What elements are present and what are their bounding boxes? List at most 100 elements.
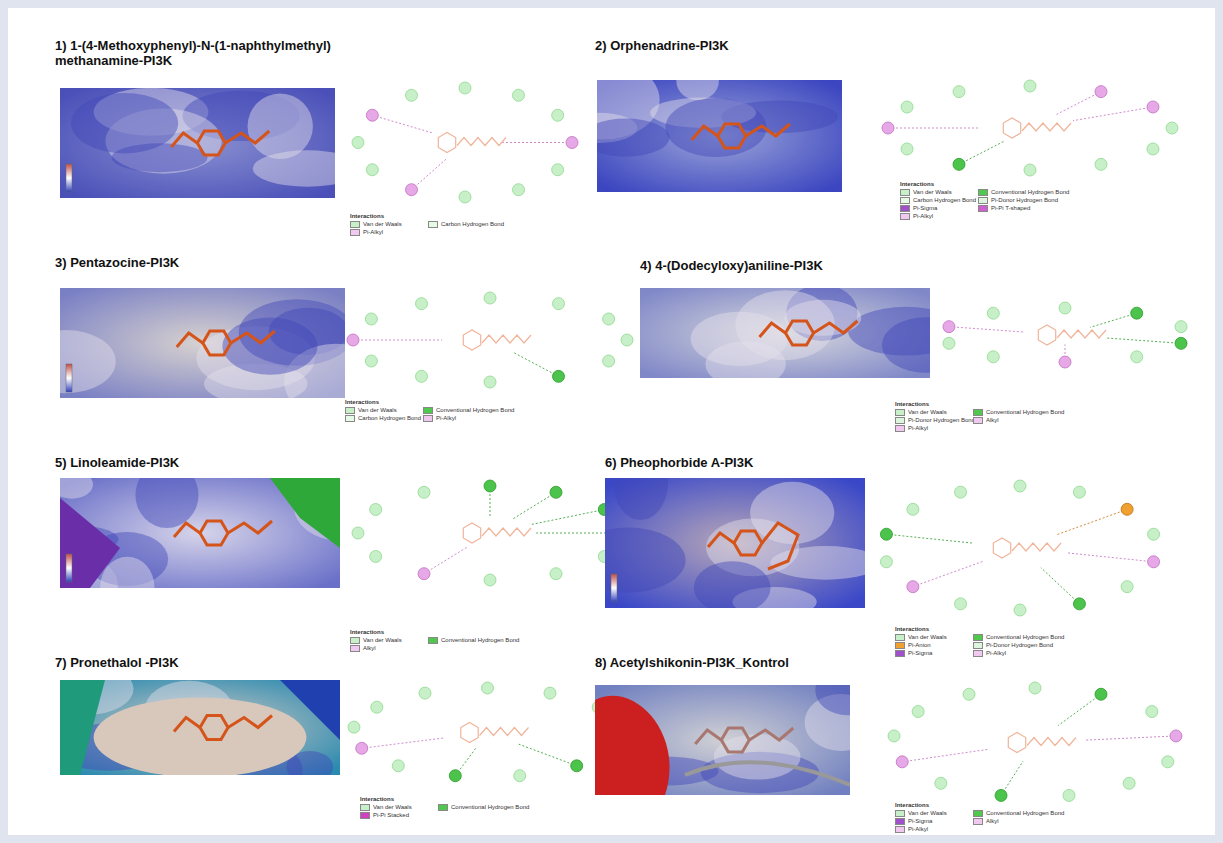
residue-disc <box>366 164 378 176</box>
ligand-ring <box>1038 325 1055 345</box>
residue-disc <box>1148 528 1160 540</box>
legend-swatch <box>895 642 905 649</box>
residue-disc <box>1024 80 1036 92</box>
legend-text: Interactions <box>360 796 394 802</box>
legend-swatch <box>978 189 988 196</box>
surface-render <box>640 288 930 378</box>
ligand-ring <box>734 531 762 555</box>
legend-text: Conventional Hydrogen Bond <box>441 637 519 643</box>
legend-text: Van der Waals <box>358 407 397 413</box>
legend-row: Conventional Hydrogen Bond <box>973 408 1064 416</box>
residue-disc <box>370 551 382 563</box>
legend-row: Interactions <box>895 625 929 633</box>
residue-disc <box>955 486 967 498</box>
legend-text: Carbon Hydrogen Bond <box>358 415 421 421</box>
residue-disc <box>348 721 360 733</box>
residue-disc <box>1014 480 1026 492</box>
panel-title: 7) Pronethalol -PI3K <box>55 655 355 670</box>
residue-disc <box>901 143 913 155</box>
residue-disc <box>880 556 892 568</box>
legend-row: Carbon Hydrogen Bond <box>900 196 976 204</box>
surface-lobe <box>882 317 930 373</box>
legend-text: Pi-Sigma <box>908 818 932 824</box>
ligand-chain <box>231 331 275 343</box>
legend-row: Interactions <box>895 400 929 408</box>
interaction-line <box>913 562 983 587</box>
residue-disc <box>418 568 430 580</box>
panel-title-box: 2) Orphenadrine-PI3K <box>595 38 915 53</box>
residue-disc <box>603 313 615 325</box>
legend-row: Pi-Alkyl <box>423 414 456 422</box>
legend-swatch <box>978 205 988 212</box>
residue-disc <box>356 742 368 754</box>
interaction-line <box>1057 509 1127 534</box>
interaction-map <box>352 480 628 586</box>
panel-title-box: 5) Linoleamide-PI3K <box>55 455 355 470</box>
ligand-ring <box>461 723 478 743</box>
interaction-line <box>412 159 447 190</box>
interaction-map <box>943 302 1187 368</box>
interaction-line <box>502 142 572 143</box>
legend-row: Conventional Hydrogen Bond <box>978 188 1069 196</box>
ligand-chain <box>480 728 529 736</box>
legend-row: Van der Waals <box>895 408 947 416</box>
interaction-line <box>1041 568 1080 604</box>
residue-disc <box>1170 730 1182 742</box>
residue-disc <box>482 682 494 694</box>
surface-lobe <box>676 80 719 100</box>
interaction-line <box>1058 694 1101 725</box>
ligand-chain <box>695 730 721 744</box>
legend-row: Van der Waals <box>350 220 402 228</box>
residue-disc <box>484 574 496 586</box>
legend-swatch <box>973 417 983 424</box>
residue-disc <box>907 503 919 515</box>
legend-swatch <box>360 812 370 819</box>
ligand-chain <box>760 323 786 337</box>
surface-render <box>60 680 340 775</box>
surface-ground <box>60 478 340 588</box>
surface-render <box>60 288 345 398</box>
surface-render <box>595 685 850 795</box>
interaction-line <box>514 353 559 377</box>
residue-disc <box>1148 556 1160 568</box>
ligand-chain <box>1022 123 1071 131</box>
residue-disc <box>963 688 975 700</box>
legend-text: Conventional Hydrogen Bond <box>436 407 514 413</box>
panel-title: 5) Linoleamide-PI3K <box>55 455 355 470</box>
legend-text: Interactions <box>895 401 929 407</box>
panel-title-box: 7) Pronethalol -PI3K <box>55 655 355 670</box>
residue-disc <box>513 89 525 101</box>
residue-disc <box>553 370 565 382</box>
legend-swatch <box>973 642 983 649</box>
legend-swatch <box>345 415 355 422</box>
legend-row: Conventional Hydrogen Bond <box>423 406 514 414</box>
residue-disc <box>459 191 471 203</box>
residue-disc <box>995 789 1007 801</box>
panel-title: 6) Pheophorbide A-PI3K <box>605 455 925 470</box>
residue-disc <box>1131 351 1143 363</box>
residue-disc <box>901 101 913 113</box>
legend-text: Interactions <box>900 181 934 187</box>
residue-disc <box>550 486 562 498</box>
residue-disc <box>912 706 924 718</box>
legend-swatch <box>895 409 905 416</box>
legend-row: Alkyl <box>973 416 999 424</box>
legend-row: Pi-Alkyl <box>895 825 928 833</box>
residue-disc <box>621 334 633 346</box>
legend-swatch <box>900 205 910 212</box>
residue-disc <box>1014 604 1026 616</box>
surface-lobe <box>135 478 198 528</box>
legend-text: Pi-Alkyl <box>908 425 928 431</box>
legend-text: Interactions <box>345 399 379 405</box>
ligand-ring <box>993 538 1010 558</box>
residue-disc <box>449 770 461 782</box>
residue-disc <box>888 730 900 742</box>
interaction-line <box>1090 313 1137 327</box>
panel-title: 3) Pentazocine-PI3K <box>55 255 355 270</box>
interaction-line <box>513 492 556 518</box>
ligand-ring <box>1003 118 1020 138</box>
residue-disc <box>1131 307 1143 319</box>
legend-text: Pi-Pi Stacked <box>373 812 409 818</box>
panel-title-box: 1) 1-(4-Methoxyphenyl)-N-(1-naphthylmeth… <box>55 38 345 68</box>
